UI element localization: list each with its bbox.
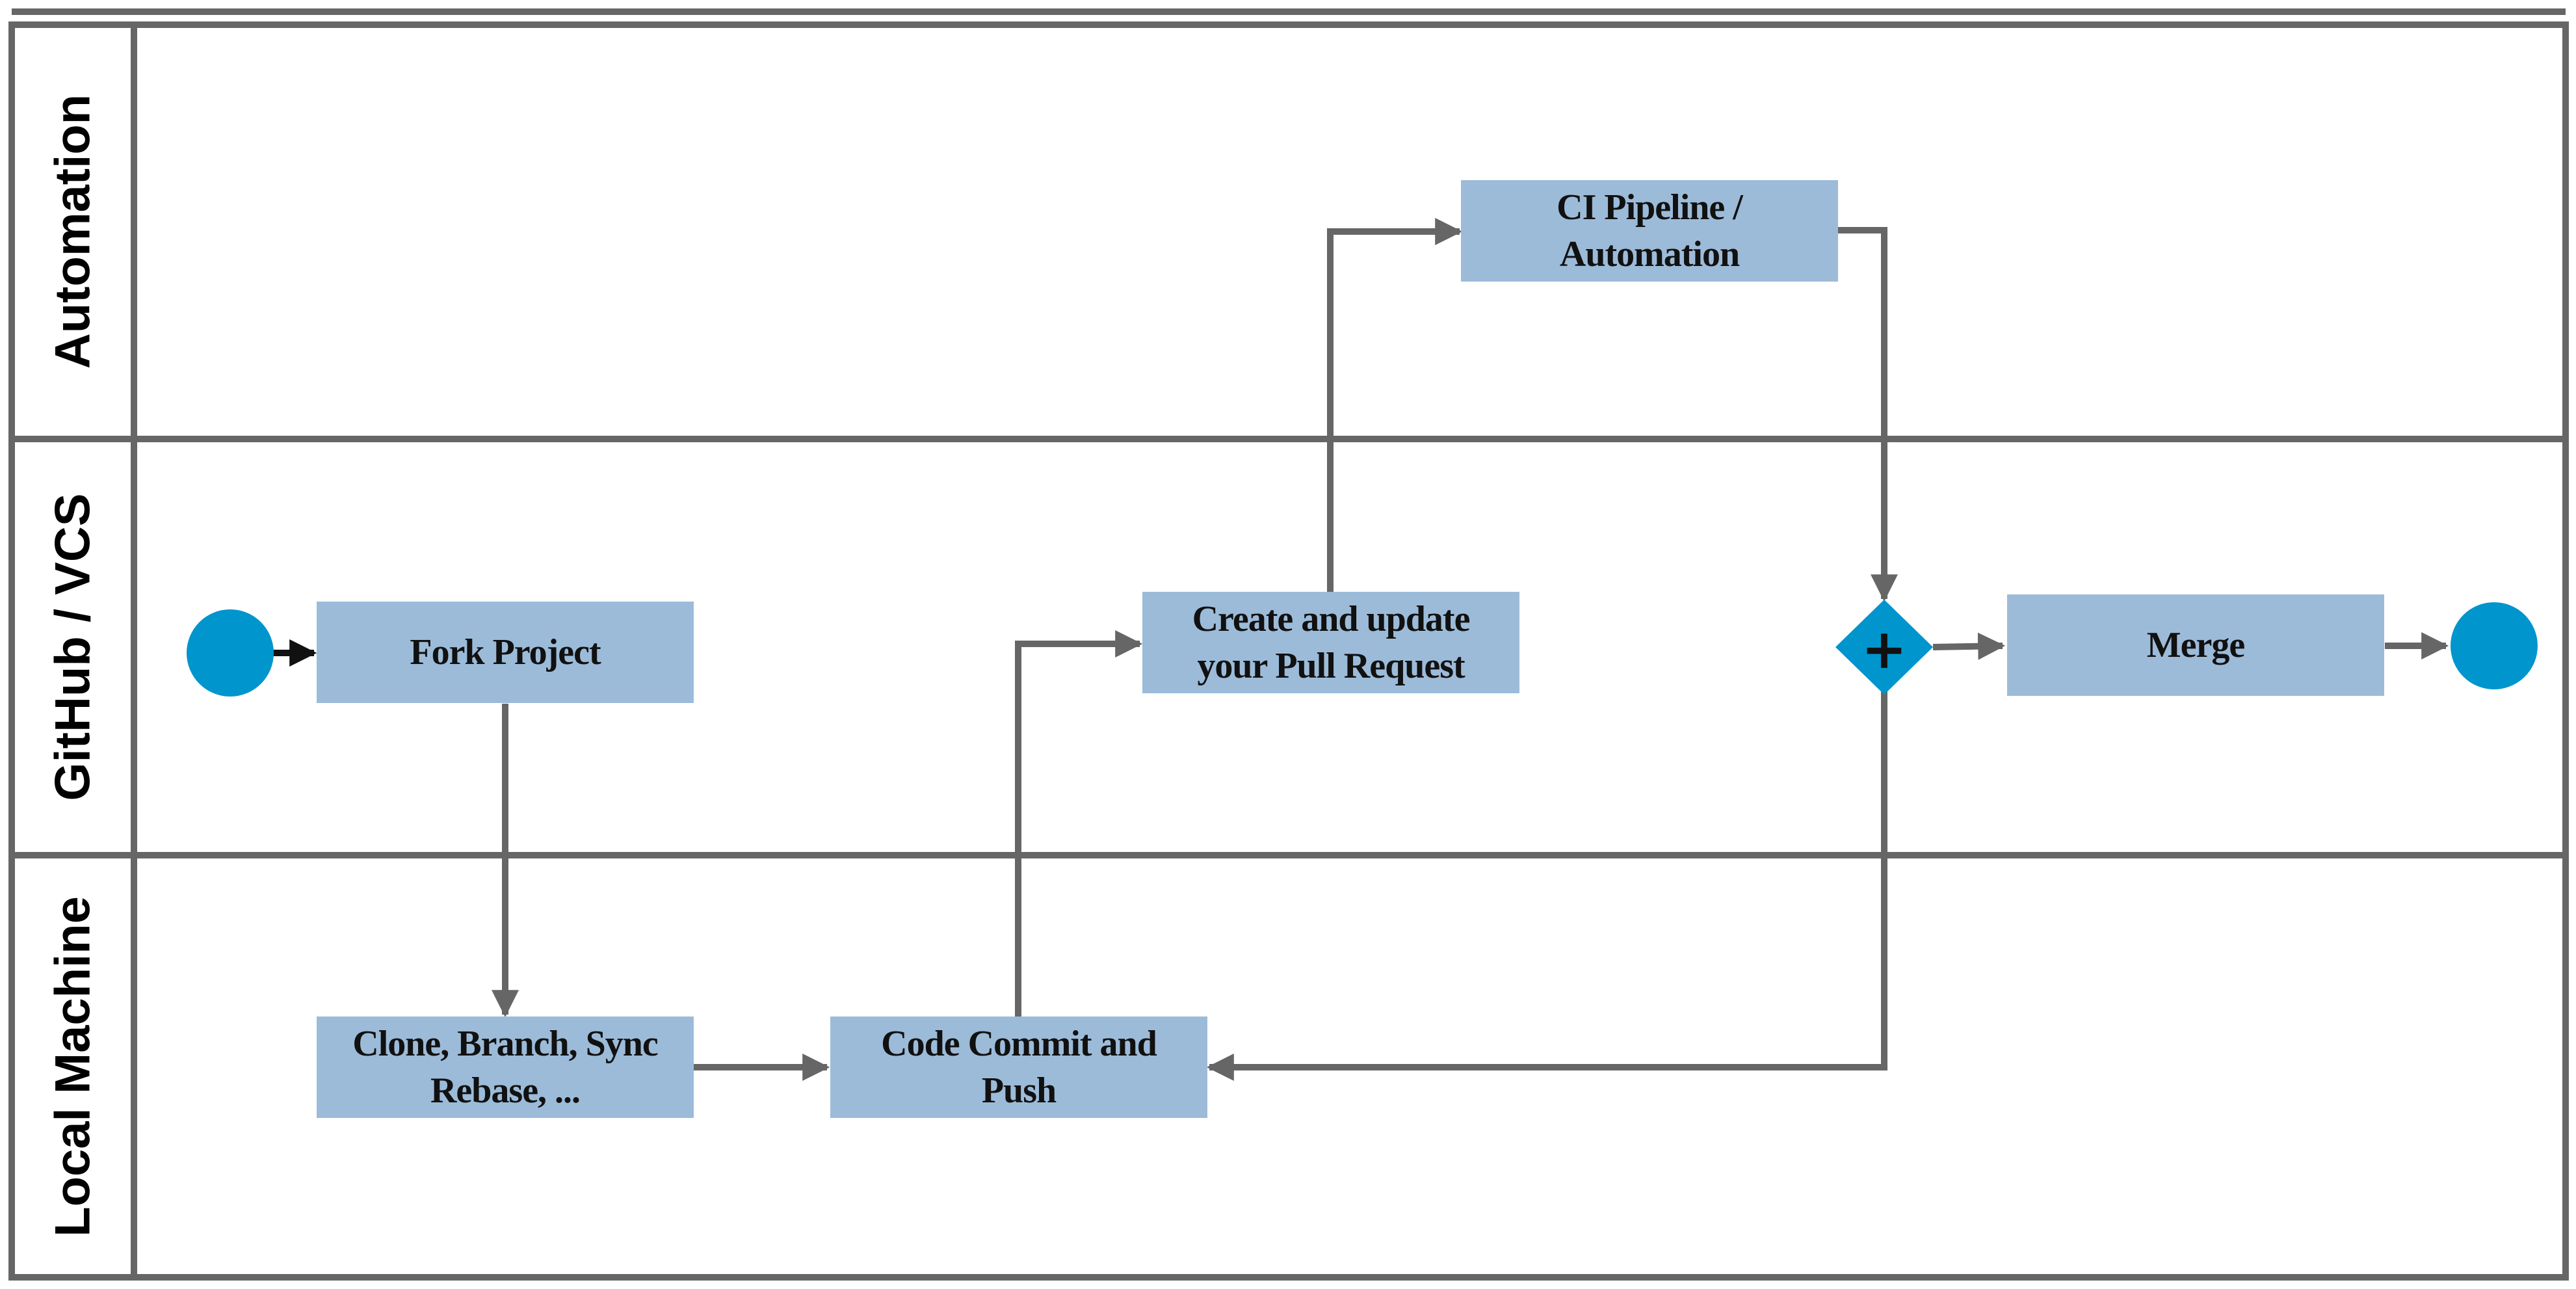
start-event <box>187 609 274 697</box>
task-pull-request: Create and update your Pull Request <box>1142 592 1519 693</box>
task-box <box>1142 592 1519 693</box>
task-box <box>1461 180 1838 282</box>
task-label-line: Fork Project <box>410 632 601 672</box>
pool <box>8 8 2569 1281</box>
task-label-line: Push <box>982 1070 1057 1111</box>
gateway-diamond <box>1835 600 1933 695</box>
task-box <box>830 1017 1207 1118</box>
end-event <box>2451 602 2538 689</box>
lane-label-local: Local Machine <box>46 896 101 1237</box>
flow-ci-to-gateway <box>1837 227 1898 602</box>
flows <box>273 218 2449 1081</box>
task-ci-pipeline: CI Pipeline / Automation <box>1461 180 1838 282</box>
task-label-line: CI Pipeline / <box>1557 187 1744 228</box>
task-fork-project-label: Fork Project <box>410 632 601 672</box>
task-box <box>317 1017 694 1118</box>
task-label-line: Clone, Branch, Sync <box>352 1024 658 1064</box>
task-pull-request-label: Create and update your Pull Request <box>1192 599 1470 686</box>
task-box <box>2007 594 2384 696</box>
flow-gateway-to-commit <box>1206 691 1887 1081</box>
task-label-line: Rebase, ... <box>430 1070 580 1111</box>
task-fork-project: Fork Project <box>317 602 694 703</box>
task-label-line: Automation <box>1560 234 1740 274</box>
task-label-line: your Pull Request <box>1197 646 1465 686</box>
parallel-gateway: + <box>1835 600 1933 695</box>
flow-gateway-to-merge <box>1932 632 2006 660</box>
task-ci-pipeline-label: CI Pipeline / Automation <box>1557 187 1744 274</box>
task-label-line: Merge <box>2147 625 2245 665</box>
task-box <box>317 602 694 703</box>
plus-icon: + <box>1861 617 1907 681</box>
task-merge-label: Merge <box>2147 625 2245 665</box>
pool-border <box>8 21 2569 1281</box>
task-label-line: Code Commit and <box>881 1024 1157 1064</box>
lane-label-vcs: GitHub / VCS <box>46 494 101 801</box>
flow-commit-to-pr <box>1015 630 1143 1017</box>
task-merge: Merge <box>2007 594 2384 696</box>
flow-pr-to-ci <box>1327 218 1463 592</box>
task-label-line: Create and update <box>1192 599 1470 639</box>
lane-label-automation: Automation <box>46 94 101 369</box>
